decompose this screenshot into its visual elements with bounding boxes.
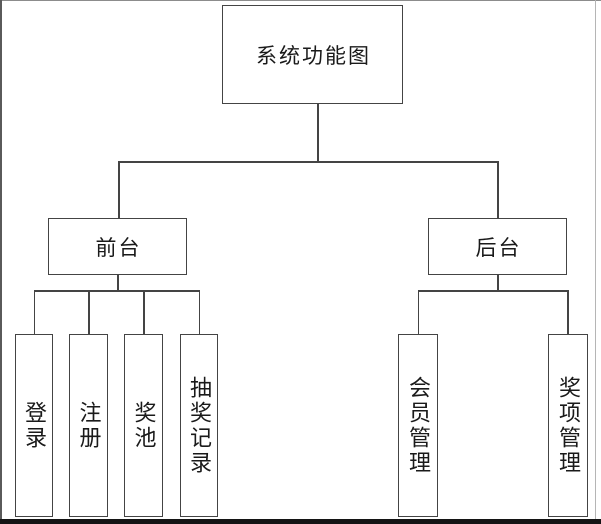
node-label: 登录 xyxy=(22,400,47,451)
connector-login-up xyxy=(33,290,35,334)
node-backend: 后台 xyxy=(428,218,567,275)
node-member-management: 会员管理 xyxy=(398,334,438,517)
connector-backend-children-horizontal xyxy=(418,290,568,292)
node-label: 前台 xyxy=(95,236,142,260)
node-label: 奖项管理 xyxy=(556,375,581,476)
connector-backend-up xyxy=(497,161,499,218)
node-system-function-diagram: 系统功能图 xyxy=(222,5,403,104)
node-label: 注册 xyxy=(76,400,102,451)
left-edge-line xyxy=(0,0,2,520)
node-lottery-records: 抽奖记录 xyxy=(180,334,218,517)
connector-member-up xyxy=(417,290,419,334)
connector-backend-down xyxy=(497,275,499,290)
connector-frontend-down xyxy=(117,275,119,290)
connector-records-up xyxy=(198,290,200,334)
right-edge-line xyxy=(595,0,596,520)
node-label: 会员管理 xyxy=(406,375,431,476)
node-register: 注册 xyxy=(69,334,108,517)
node-prize-management: 奖项管理 xyxy=(548,334,588,517)
node-label: 奖池 xyxy=(131,400,157,451)
node-frontend: 前台 xyxy=(48,218,187,275)
connector-frontend-up xyxy=(118,161,120,218)
connector-root-down xyxy=(317,104,319,161)
connector-pool-up xyxy=(143,290,145,334)
node-login: 登录 xyxy=(15,334,53,517)
node-prize-pool: 奖池 xyxy=(124,334,163,517)
node-label: 后台 xyxy=(475,236,522,260)
node-label: 系统功能图 xyxy=(256,44,371,68)
top-edge-line xyxy=(0,0,601,1)
connector-level1-horizontal xyxy=(118,161,498,163)
bottom-black-bar xyxy=(0,519,601,524)
node-label: 抽奖记录 xyxy=(187,375,212,476)
connector-register-up xyxy=(88,290,90,334)
connector-prize-up xyxy=(567,290,569,334)
connector-frontend-children-horizontal xyxy=(34,290,199,292)
